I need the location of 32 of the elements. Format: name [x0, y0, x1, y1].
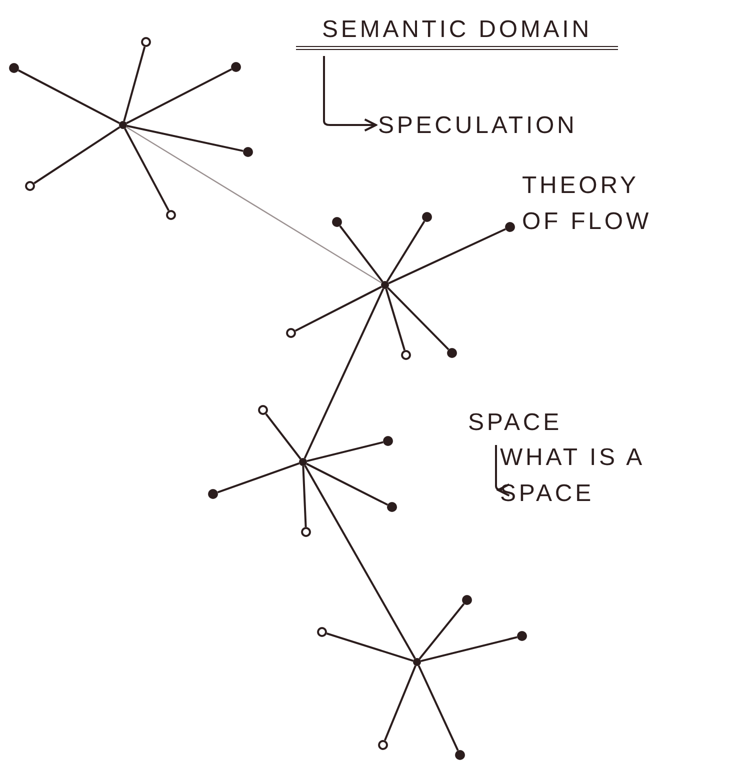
connector-line	[304, 464, 416, 660]
note-text: SPACE	[468, 405, 568, 439]
hook-arrow	[495, 445, 510, 497]
connector-line	[418, 603, 465, 660]
connector-line	[124, 128, 170, 212]
connector-line	[265, 413, 302, 460]
connector-line	[304, 288, 384, 459]
connector-line	[123, 46, 146, 122]
connector-line	[306, 441, 384, 462]
connector-line	[126, 126, 382, 284]
note-text: SPECULATION	[378, 108, 638, 142]
connector-line	[388, 228, 506, 284]
connector-line	[302, 466, 307, 528]
note-text: WHAT IS A SPACE	[500, 440, 670, 540]
connector-line	[326, 632, 414, 662]
heading-text: SEMANTIC DOMAIN	[296, 12, 618, 50]
connector-line	[384, 665, 416, 741]
hook-arrow	[323, 56, 378, 132]
connector-line	[217, 462, 300, 494]
connector-line	[420, 636, 518, 662]
connector-line	[385, 288, 406, 350]
connector-line	[339, 225, 384, 282]
connector-line	[387, 287, 450, 350]
connector-line	[18, 69, 120, 124]
connector-line	[386, 220, 426, 282]
note-text: THEORY OF FLOW	[522, 168, 672, 258]
connector-line	[418, 665, 459, 751]
connector-line	[295, 286, 382, 332]
connector-line	[34, 126, 120, 184]
connector-line	[306, 462, 388, 506]
connector-line	[126, 124, 244, 152]
connector-line	[126, 68, 232, 124]
